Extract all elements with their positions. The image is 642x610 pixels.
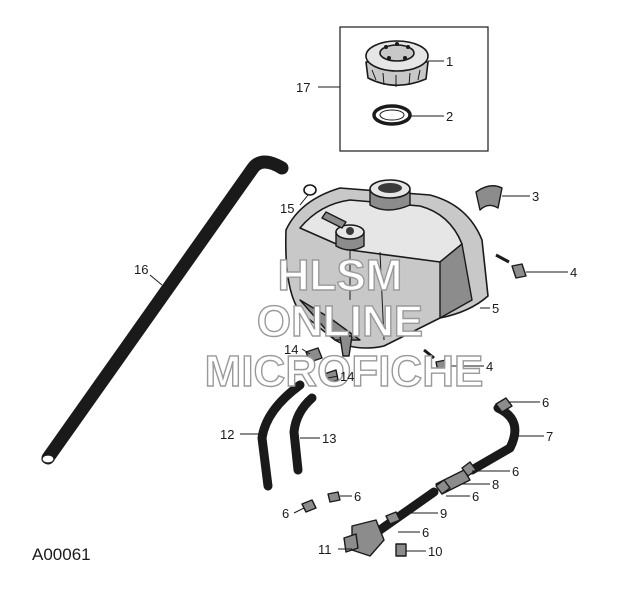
callout-12: 12 xyxy=(220,427,234,442)
callout-3: 3 xyxy=(532,189,539,204)
watermark-line-3: MICROFICHE xyxy=(205,347,484,396)
callout-4-lower: 4 xyxy=(486,359,493,374)
callout-14-lower: 14 xyxy=(340,369,354,384)
callout-7: 7 xyxy=(546,429,553,444)
fuel-hose-7 xyxy=(467,403,520,475)
watermark: HLSM ONLINE MICROFICHE xyxy=(204,250,484,396)
callout-4-upper: 4 xyxy=(570,265,577,280)
cap-inset-box xyxy=(339,26,489,152)
fuel-tank xyxy=(284,187,489,349)
hose-clamp-15 xyxy=(303,184,317,196)
callout-5: 5 xyxy=(492,301,499,316)
fuel-cap xyxy=(365,40,429,87)
bolt-upper xyxy=(495,253,527,279)
clip-14-upper xyxy=(305,347,323,363)
watermark-line-1: HLSM xyxy=(278,251,403,300)
drain-hose-12 xyxy=(257,380,305,491)
callout-16: 16 xyxy=(134,262,148,277)
hose-clamps xyxy=(301,397,513,525)
petcock-screw xyxy=(395,543,407,557)
callout-6-b: 6 xyxy=(512,464,519,479)
vent-hose xyxy=(41,155,289,465)
callout-9: 9 xyxy=(440,506,447,521)
callout-2: 2 xyxy=(446,109,453,124)
callout-13: 13 xyxy=(322,431,336,446)
callout-6-f: 6 xyxy=(282,506,289,521)
cap-gasket xyxy=(372,104,412,126)
callout-1: 1 xyxy=(446,54,453,69)
callout-6-d: 6 xyxy=(422,525,429,540)
callout-8: 8 xyxy=(492,477,499,492)
fuel-hose-9 xyxy=(375,487,439,535)
callout-labels: 1 2 3 4 5 4 6 7 6 8 6 9 6 10 11 12 13 6 … xyxy=(134,54,577,559)
vent-valve xyxy=(321,211,365,251)
callout-6-e: 6 xyxy=(354,489,361,504)
callout-10: 10 xyxy=(428,544,442,559)
fuel-petcock xyxy=(343,519,385,557)
diagram-code: A00061 xyxy=(32,545,91,564)
callout-11: 11 xyxy=(318,542,332,557)
bolt-lower xyxy=(423,348,449,373)
callout-6-a: 6 xyxy=(542,395,549,410)
filler-neck xyxy=(369,179,411,211)
callout-15: 15 xyxy=(280,201,294,216)
watermark-line-2: ONLINE xyxy=(257,297,423,346)
leader-lines xyxy=(149,60,568,552)
callout-17: 17 xyxy=(296,80,310,95)
callout-6-c: 6 xyxy=(472,489,479,504)
rubber-cushion xyxy=(475,185,503,211)
tank-outlet-fitting xyxy=(339,335,353,357)
drain-hose-13 xyxy=(289,393,317,475)
callout-14-upper: 14 xyxy=(284,342,298,357)
